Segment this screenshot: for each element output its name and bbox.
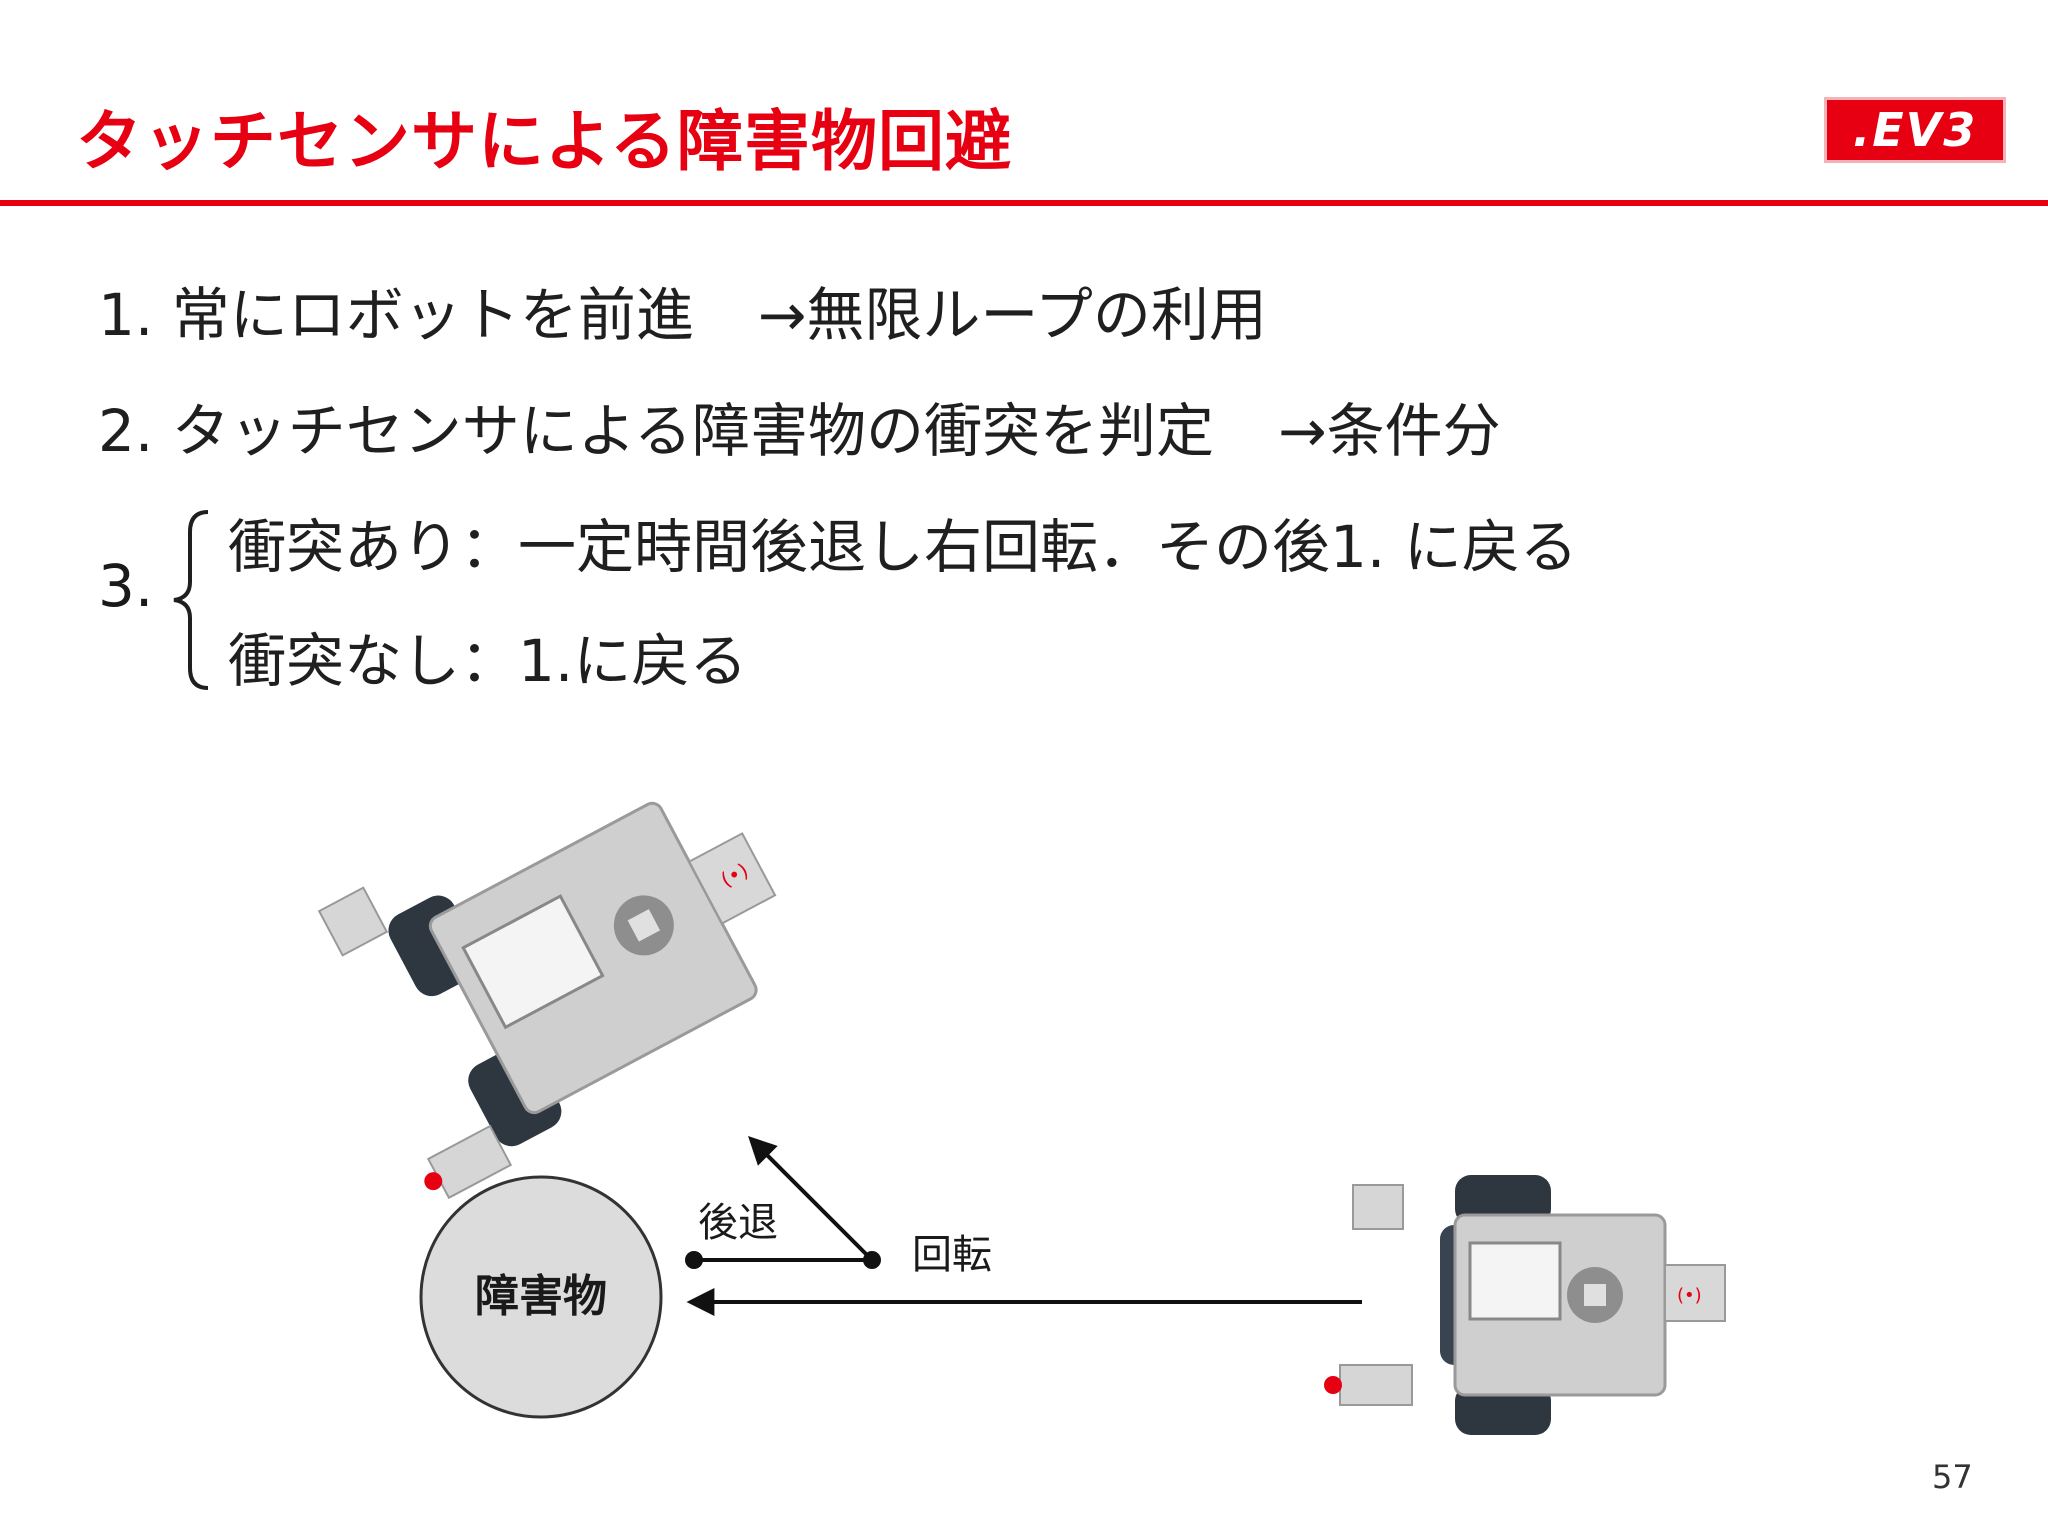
robot-rotated: (•) xyxy=(317,801,777,1200)
step-1: 1. 常にロボットを前進 →無限ループの利用 xyxy=(98,268,1267,352)
screen-icon xyxy=(1468,1241,1562,1321)
slide-title: タッチセンサによる障害物回避 xyxy=(76,103,1013,180)
page-number: 57 xyxy=(1932,1458,1973,1496)
step-1-note: →無限ループの利用 xyxy=(757,281,1267,349)
step-3-number: 3. xyxy=(98,552,154,620)
wheel-icon xyxy=(1455,1385,1551,1435)
title-divider xyxy=(0,200,2048,206)
step-2-text: 2. タッチセンサによる障害物の衝突を判定 xyxy=(98,397,1215,465)
screen-icon xyxy=(461,894,605,1030)
step-2: 2. タッチセンサによる障害物の衝突を判定 →条件分 xyxy=(98,384,1501,468)
obstacle-circle xyxy=(419,1175,663,1419)
step-1-text: 1. 常にロボットを前進 xyxy=(98,281,694,349)
touch-sensor-icon xyxy=(687,832,777,925)
wheel-icon xyxy=(1455,1175,1551,1225)
reverse-label: 後退 xyxy=(698,1200,778,1246)
ev3-logo: .EV3 xyxy=(1824,97,2006,163)
step-3-branch-yes: 衝突あり：一定時間後退し右回転．その後1. に戻る xyxy=(228,513,1578,581)
rotate-label: 回転 xyxy=(912,1232,992,1278)
obstacle-label: 障害物 xyxy=(475,1271,607,1322)
turn-arrow xyxy=(748,1136,874,1262)
robot-approaching: (•) xyxy=(1324,1175,1726,1435)
curly-brace-icon xyxy=(173,510,209,690)
touch-sensor-icon xyxy=(1664,1264,1726,1322)
svg-text:(•): (•) xyxy=(1677,1285,1702,1306)
step-2-note: →条件分 xyxy=(1278,397,1501,465)
step-3-branch-no: 衝突なし：1.に戻る xyxy=(228,627,748,695)
reverse-start-dot xyxy=(685,1251,703,1269)
